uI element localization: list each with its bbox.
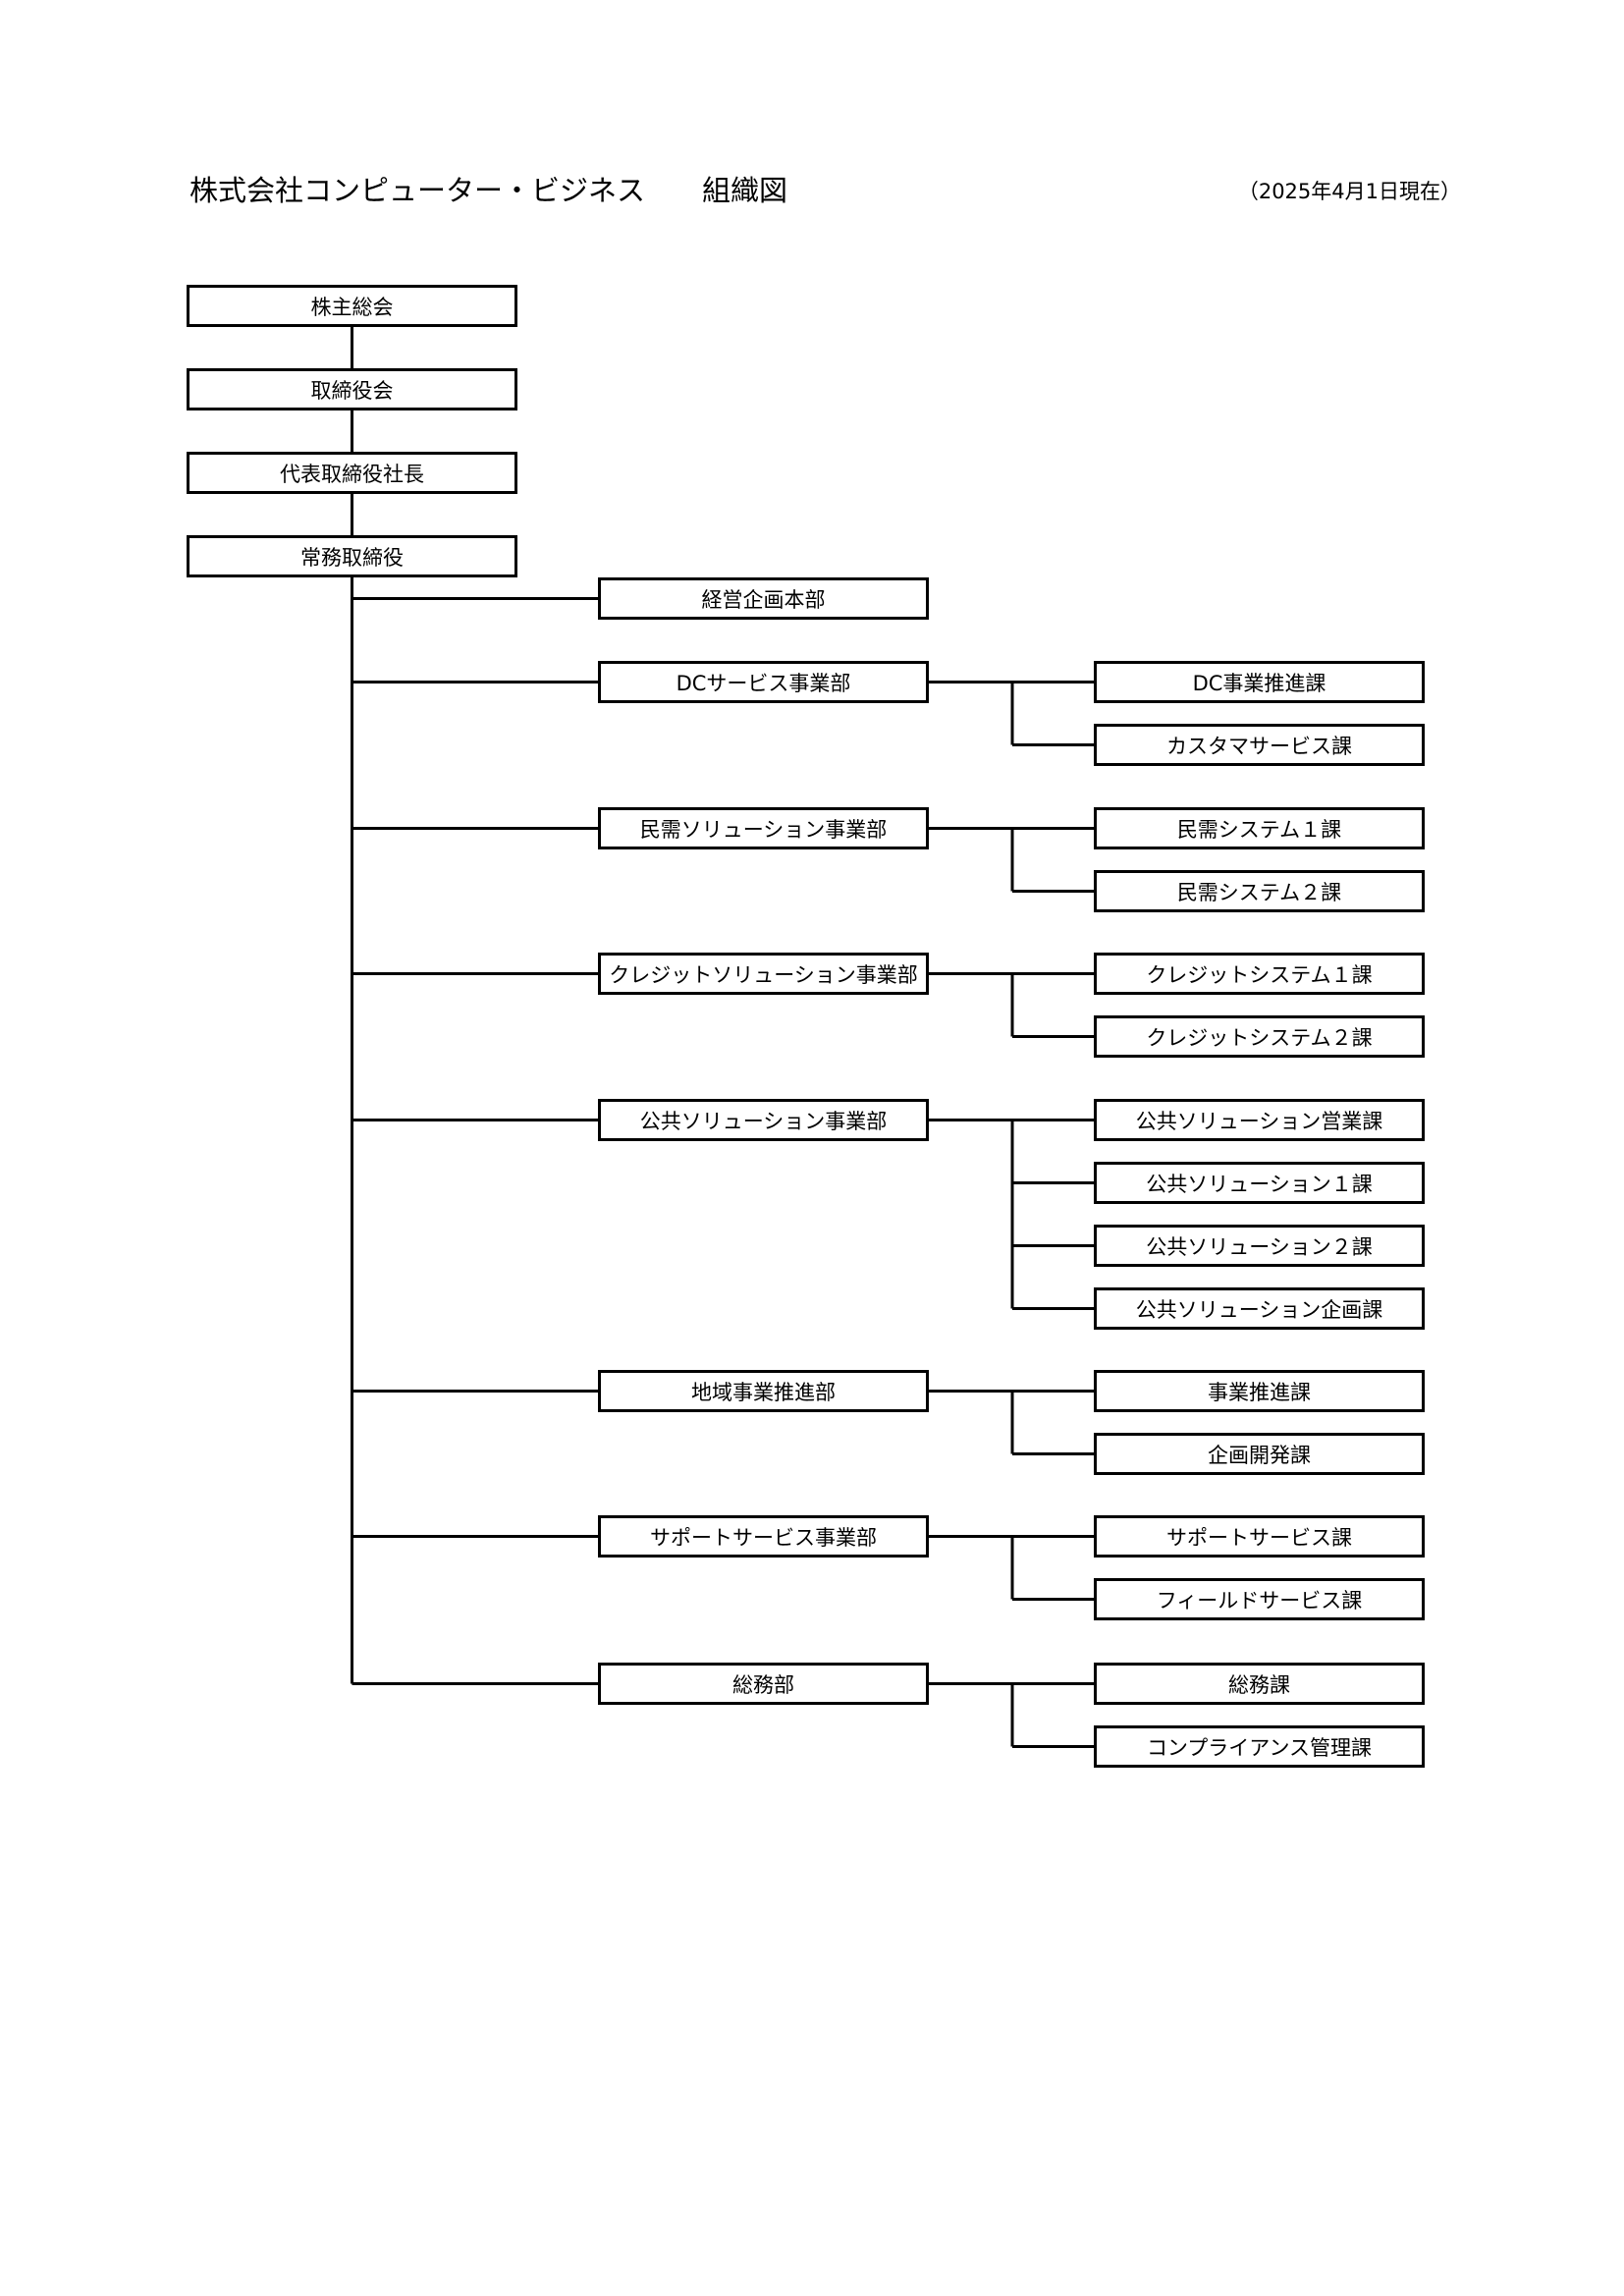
executive-box: 株主総会 (187, 285, 517, 327)
section-box: DC事業推進課 (1094, 661, 1425, 703)
executive-box: 代表取締役社長 (187, 452, 517, 494)
section-box: カスタマサービス課 (1094, 724, 1425, 766)
section-box: 民需システム１課 (1094, 807, 1425, 849)
page-title: 株式会社コンピューター・ビジネス 組織図 (189, 174, 788, 207)
section-box: 公共ソリューション営業課 (1094, 1099, 1425, 1141)
department-box: サポートサービス事業部 (598, 1515, 929, 1558)
section-box: 事業推進課 (1094, 1370, 1425, 1412)
department-box: 公共ソリューション事業部 (598, 1099, 929, 1141)
section-box: 公共ソリューション１課 (1094, 1162, 1425, 1204)
department-box: DCサービス事業部 (598, 661, 929, 703)
department-box: 民需ソリューション事業部 (598, 807, 929, 849)
executive-box: 取締役会 (187, 368, 517, 410)
department-box: 総務部 (598, 1663, 929, 1705)
department-box: 経営企画本部 (598, 577, 929, 620)
executive-box: 常務取締役 (187, 535, 517, 577)
section-box: 民需システム２課 (1094, 870, 1425, 912)
section-box: 公共ソリューション企画課 (1094, 1287, 1425, 1330)
section-box: サポートサービス課 (1094, 1515, 1425, 1558)
department-box: クレジットソリューション事業部 (598, 953, 929, 995)
section-box: クレジットシステム１課 (1094, 953, 1425, 995)
section-box: 企画開発課 (1094, 1433, 1425, 1475)
department-box: 地域事業推進部 (598, 1370, 929, 1412)
section-box: コンプライアンス管理課 (1094, 1725, 1425, 1768)
section-box: 公共ソリューション２課 (1094, 1225, 1425, 1267)
section-box: 総務課 (1094, 1663, 1425, 1705)
as-of-date: （2025年4月1日現在） (1237, 180, 1461, 203)
section-box: クレジットシステム２課 (1094, 1015, 1425, 1058)
section-box: フィールドサービス課 (1094, 1578, 1425, 1620)
